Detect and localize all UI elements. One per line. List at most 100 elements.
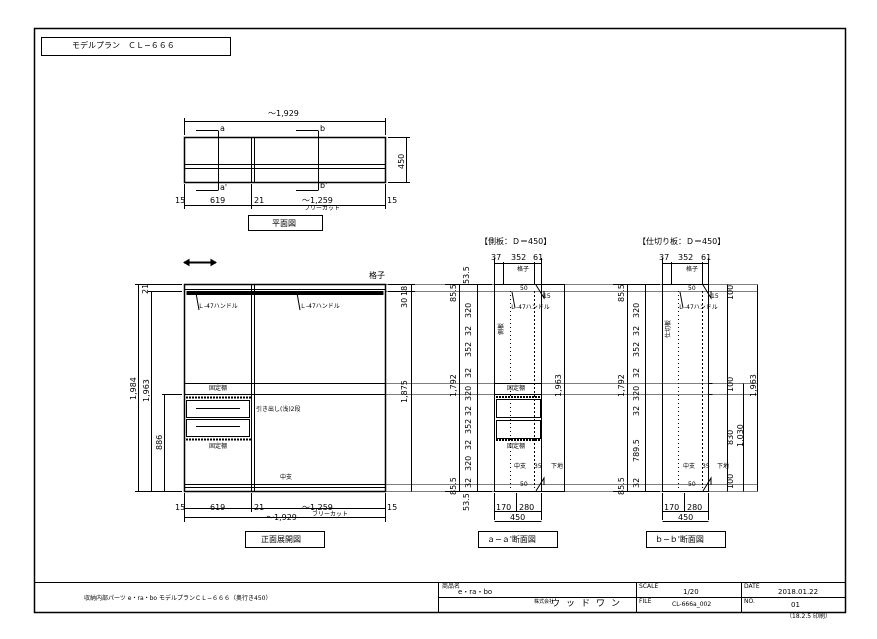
plan-dim-619: 619: [210, 196, 226, 205]
front-dim-1259: 〜1,259: [302, 503, 333, 512]
title-block-company: ウッドワン: [551, 599, 627, 609]
section-b-col-dim: 320: [632, 302, 641, 318]
front-total-width: 〜1,929: [266, 513, 297, 522]
section-b-dim-1963: 1,963: [749, 374, 758, 397]
title-block-label-product: 商品名: [442, 583, 461, 590]
front-dim-18: 18: [400, 285, 409, 296]
plan-total-width: 〜1,929: [268, 109, 299, 118]
section-b-dim-100-top: 100: [726, 284, 735, 300]
section-b-col-dim: 32: [632, 477, 641, 488]
title-block-product: e・ra・bo: [458, 588, 493, 596]
section-a-dim-1792: 1,792: [449, 374, 458, 397]
section-b-dim-280: 280: [687, 503, 703, 512]
front-label-drawer: 引き出し(浅)2段: [256, 406, 301, 413]
section-a-col-dim: 32: [464, 367, 473, 378]
section-a-label-handle: Ｌ‐47ハンドル: [510, 304, 550, 311]
plan-label-a: a: [220, 124, 225, 133]
section-b-dim-50-top: 50: [688, 285, 696, 292]
title-box: モデルプラン ＣＬ−６６６: [41, 37, 231, 56]
plan-dim-15-right: 15: [387, 196, 398, 205]
section-b-dim-85-5-bottom: 85.5: [617, 477, 626, 495]
front-label-top-panel: 格子: [369, 271, 385, 280]
section-a-col-dim: 32: [464, 325, 473, 336]
section-a-dim-85-5-top: 85.5: [449, 284, 458, 302]
title-block-description: 収納内部パーツ e・ra・bo モデルプランＣＬ−６６６（奥行き450）: [84, 595, 272, 602]
section-b-dim-15: 15: [711, 293, 719, 300]
plan-dim-21: 21: [254, 196, 265, 205]
section-a-col-dim: 32: [464, 477, 473, 488]
front-dim-15-left: 15: [175, 503, 186, 512]
plan-label-a-prime: a': [220, 183, 228, 192]
front-dim-1963: 1,963: [142, 379, 151, 402]
section-a-col-dim: 320: [464, 302, 473, 318]
front-label-fixed-shelf-1: 固定棚: [209, 385, 228, 392]
plan-dim-1259: 〜1,259: [302, 196, 333, 205]
plan-depth: 450: [397, 153, 406, 169]
title-block-label-file: FILE: [639, 598, 652, 605]
section-a-header: 【側板：Ｄ＝450】: [480, 237, 552, 246]
title-block-no: 01: [791, 601, 800, 609]
section-b-label-mid-post: 中支: [683, 463, 696, 470]
section-b-dim-352: 352: [678, 253, 694, 262]
title-block-label-company: 株式会社: [534, 599, 555, 605]
front-dim-886: 886: [155, 434, 164, 450]
section-a-dim-1963: 1,963: [554, 374, 563, 397]
section-a-dim-53-5-bottom: 53.5: [462, 493, 471, 511]
section-a-dim-450: 450: [510, 513, 526, 522]
front-dim-15-right: 15: [387, 503, 398, 512]
section-b-dim-50-bottom: 50: [688, 481, 696, 488]
front-label-mid-post: 中支: [280, 474, 293, 481]
front-label-fixed-shelf-2: 固定棚: [209, 443, 228, 450]
section-a-caption: ａ−ａ'断面図: [487, 535, 536, 544]
section-b-dim-100-mid: 100: [726, 376, 735, 392]
section-a-label-mid-post: 中支: [514, 463, 527, 470]
section-b-dim-170: 170: [664, 503, 680, 512]
section-a-label-top: 格子: [517, 266, 530, 273]
front-free-cut: フリーカット: [312, 511, 349, 518]
front-label-handle-right: Ｌ‐47ハンドル: [300, 303, 340, 310]
title-block-date: 2018.01.22: [778, 588, 819, 596]
section-a-dim-352: 352: [511, 253, 527, 262]
section-b-label-handle: Ｌ‐47ハンドル: [678, 304, 718, 311]
section-b-caption: ｂ−ｂ'断面図: [655, 535, 704, 544]
section-a-col-dim: 320: [464, 385, 473, 401]
plan-label-b-prime: b': [320, 181, 328, 190]
section-a-col-dim: 32: [464, 405, 473, 416]
section-a-col-dim: 320: [464, 455, 473, 471]
drawing-title: モデルプラン ＣＬ−６６６: [72, 41, 175, 50]
section-a-dim-50-bottom: 50: [520, 481, 528, 488]
section-b-col-dim: 352: [632, 341, 641, 357]
title-block-file: CL-666a_002: [672, 601, 712, 608]
section-a-dim-170: 170: [496, 503, 512, 512]
section-a-col-dim: 352: [464, 418, 473, 434]
front-label-handle-left: Ｌ‐47ハンドル: [198, 303, 238, 310]
front-dim-30: 30: [400, 297, 409, 308]
section-b-col-dim: 32: [632, 367, 641, 378]
section-b-header: 【仕切り板：Ｄ＝450】: [638, 237, 726, 246]
section-a-dim-35: 35: [534, 463, 542, 470]
plan-dim-15-left: 15: [175, 196, 186, 205]
section-b-dim-85-5-top: 85.5: [617, 284, 626, 302]
section-b-dim-61: 61: [701, 253, 712, 262]
section-b-dim-1030: 1,030: [736, 424, 745, 447]
front-dim-1875: 1,875: [400, 380, 409, 403]
front-caption: 正面展開図: [261, 535, 301, 544]
front-dim-21: 21: [141, 283, 150, 294]
section-b-label-top: 格子: [686, 266, 699, 273]
title-block-scale: 1/20: [683, 588, 699, 596]
section-a-label-base: 下地: [551, 463, 564, 470]
section-b-dim-35: 35: [702, 463, 710, 470]
section-b-dim-100-bottom: 100: [726, 473, 735, 489]
section-a-label-side: 側板: [498, 322, 505, 335]
section-b-dim-37: 37: [659, 253, 670, 262]
section-a-dim-50-top: 50: [520, 285, 528, 292]
section-b-label-base: 下地: [717, 463, 730, 470]
section-b-col-dim: 789.5: [632, 439, 641, 462]
section-a-label-fixed-shelf-1: 固定棚: [507, 385, 526, 392]
section-a-dim-280: 280: [519, 503, 535, 512]
section-b-dim-1792: 1,792: [617, 374, 626, 397]
section-a-col-dim: 352: [464, 341, 473, 357]
section-b-dim-830: 830: [726, 429, 735, 445]
section-b-dim-450: 450: [678, 513, 694, 522]
